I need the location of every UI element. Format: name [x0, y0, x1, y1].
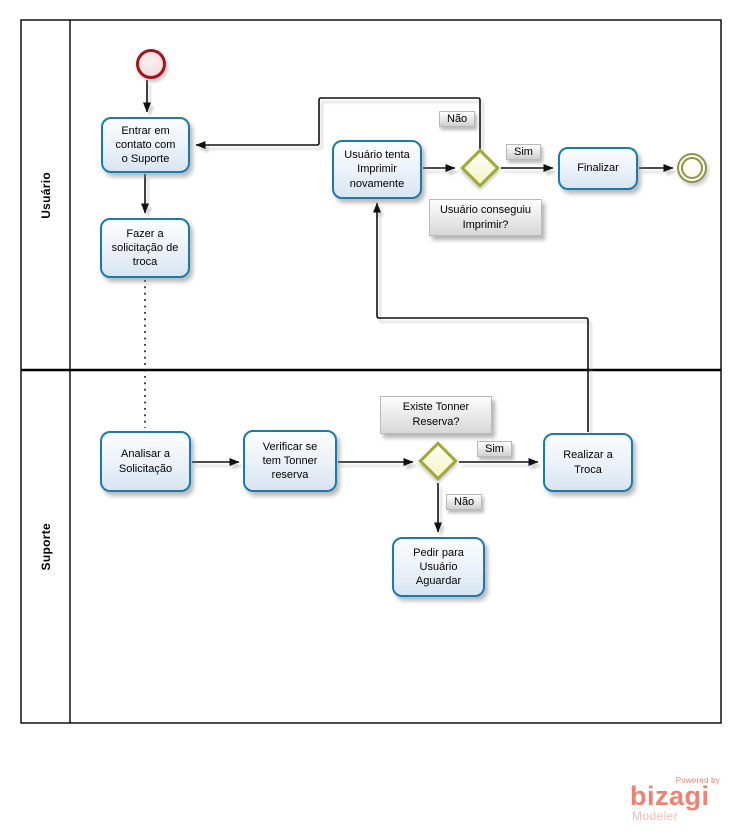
task-entrar-em-contato[interactable]: Entrar em contato com o Suporte — [101, 117, 190, 173]
bizagi-branding: Powered by bizagi Modeler — [630, 776, 725, 823]
end-event-inner-ring — [681, 157, 703, 179]
lane-label-usuario: Usuário — [38, 171, 53, 219]
lane-suporte: Suporte — [21, 370, 70, 723]
flow-label-nao-top[interactable]: Não — [439, 111, 476, 127]
flow-label-sim-bottom[interactable]: Sim — [477, 441, 512, 457]
bizagi-modeler-text: Modeler — [632, 809, 679, 823]
annotation-existe-tonner-reserva[interactable]: Existe Tonner Reserva? — [380, 396, 492, 434]
task-pedir-usuario-aguardar[interactable]: Pedir para Usuário Aguardar — [392, 537, 485, 597]
start-event[interactable] — [136, 49, 166, 79]
flow-label-sim-top[interactable]: Sim — [506, 144, 541, 160]
task-finalizar[interactable]: Finalizar — [558, 147, 638, 190]
flow-label-nao-bottom[interactable]: Não — [446, 494, 483, 510]
lane-usuario: Usuário — [21, 20, 70, 370]
task-analisar-solicitacao[interactable]: Analisar a Solicitação — [100, 431, 191, 492]
task-realizar-troca[interactable]: Realizar a Troca — [543, 433, 633, 492]
gateway-usuario-conseguiu-imprimir[interactable] — [460, 148, 500, 188]
lane-label-suporte: Suporte — [38, 522, 53, 571]
gateway-existe-tonner-reserva[interactable] — [418, 441, 458, 481]
end-event[interactable] — [677, 153, 707, 183]
powered-by-text: Powered by — [675, 776, 720, 785]
task-verificar-tonner[interactable]: Verificar se tem Tonner reserva — [243, 430, 337, 492]
task-fazer-solicitacao[interactable]: Fazer a solicitação de troca — [100, 218, 190, 278]
annotation-usuario-conseguiu-imprimir[interactable]: Usuário conseguiu Imprimir? — [429, 199, 542, 236]
bizagi-logo: bizagi — [630, 781, 710, 811]
task-usuario-tenta-imprimir[interactable]: Usuário tenta Imprimir novamente — [332, 140, 422, 199]
